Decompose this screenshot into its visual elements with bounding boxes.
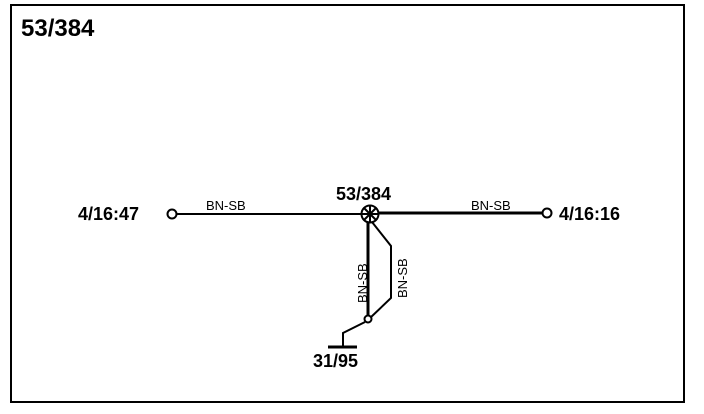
wire-down-right-color: BN-SB [395, 258, 410, 298]
right-connector-label: 4/16:16 [559, 204, 620, 224]
lower-terminal-icon [363, 314, 373, 324]
diagram-frame [10, 4, 685, 403]
left-connector-label: 4/16:47 [78, 204, 139, 224]
splice-label: 53/384 [336, 184, 391, 204]
ground-wire [342, 321, 366, 346]
ground-connector-label: 31/95 [313, 351, 358, 371]
wire-left-color: BN-SB [206, 198, 246, 213]
right-terminal-icon [541, 207, 553, 219]
wire-right-color: BN-SB [471, 198, 511, 213]
wire-down-right [369, 221, 392, 319]
diagram-title: 53/384 [21, 15, 95, 42]
left-terminal-icon [166, 208, 178, 220]
splice-icon [360, 204, 380, 224]
wire-down-left-color: BN-SB [355, 263, 370, 303]
